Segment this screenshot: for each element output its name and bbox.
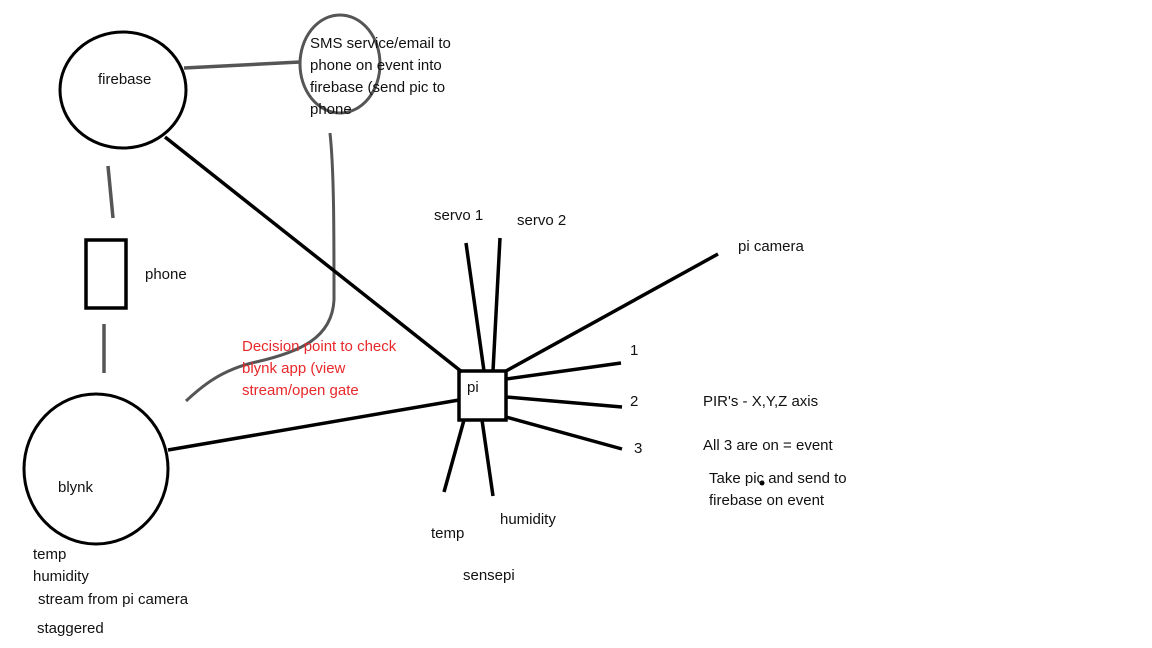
blynk-feature-humidity: humidity xyxy=(33,568,89,585)
all-on-note: All 3 are on = event xyxy=(703,437,833,454)
humidity-label: humidity xyxy=(500,511,556,528)
phone-label: phone xyxy=(145,266,187,283)
sms-circle xyxy=(298,13,382,115)
servo2-line xyxy=(491,237,502,372)
dot-mark xyxy=(759,480,765,486)
decision-note: Decision point to check blynk app (view … xyxy=(242,338,397,399)
blynk-feature-staggered: staggered xyxy=(37,620,104,637)
firebase-phone-link xyxy=(106,165,115,219)
servo1-label: servo 1 xyxy=(434,207,484,224)
pi-camera-line xyxy=(505,252,719,373)
firebase-sms-link xyxy=(183,60,301,70)
blynk-pi-link xyxy=(167,398,460,452)
decision-path xyxy=(184,132,336,403)
temp-label: temp xyxy=(431,525,465,542)
pir1-line xyxy=(505,361,622,381)
pi-label: pi xyxy=(467,379,479,396)
servo1-line xyxy=(464,242,486,372)
blynk-label: blynk xyxy=(58,479,94,496)
humidity-line xyxy=(480,419,495,497)
pi-camera-label: pi camera xyxy=(738,238,804,255)
pir2-label: 2 xyxy=(630,393,639,410)
pir3-label: 3 xyxy=(634,440,643,457)
take-pic-note: Take pic and send to firebase on event xyxy=(709,470,847,509)
pirs-note: PIR's - X,Y,Z axis xyxy=(703,393,819,410)
firebase-label: firebase xyxy=(98,71,152,88)
pir3-line xyxy=(505,415,623,451)
blynk-circle xyxy=(22,392,170,546)
blynk-feature-stream: stream from pi camera xyxy=(38,591,189,608)
phone-rect xyxy=(84,238,128,310)
pir2-line xyxy=(505,395,623,409)
firebase-circle xyxy=(58,30,188,150)
sensepi-label: sensepi xyxy=(463,567,515,584)
firebase-pi-link xyxy=(163,135,464,374)
servo2-label: servo 2 xyxy=(517,212,567,229)
pir1-label: 1 xyxy=(630,342,639,359)
temp-line xyxy=(442,419,466,493)
blynk-feature-temp: temp xyxy=(33,546,67,563)
sms-label: SMS service/email to phone on event into… xyxy=(310,35,451,118)
